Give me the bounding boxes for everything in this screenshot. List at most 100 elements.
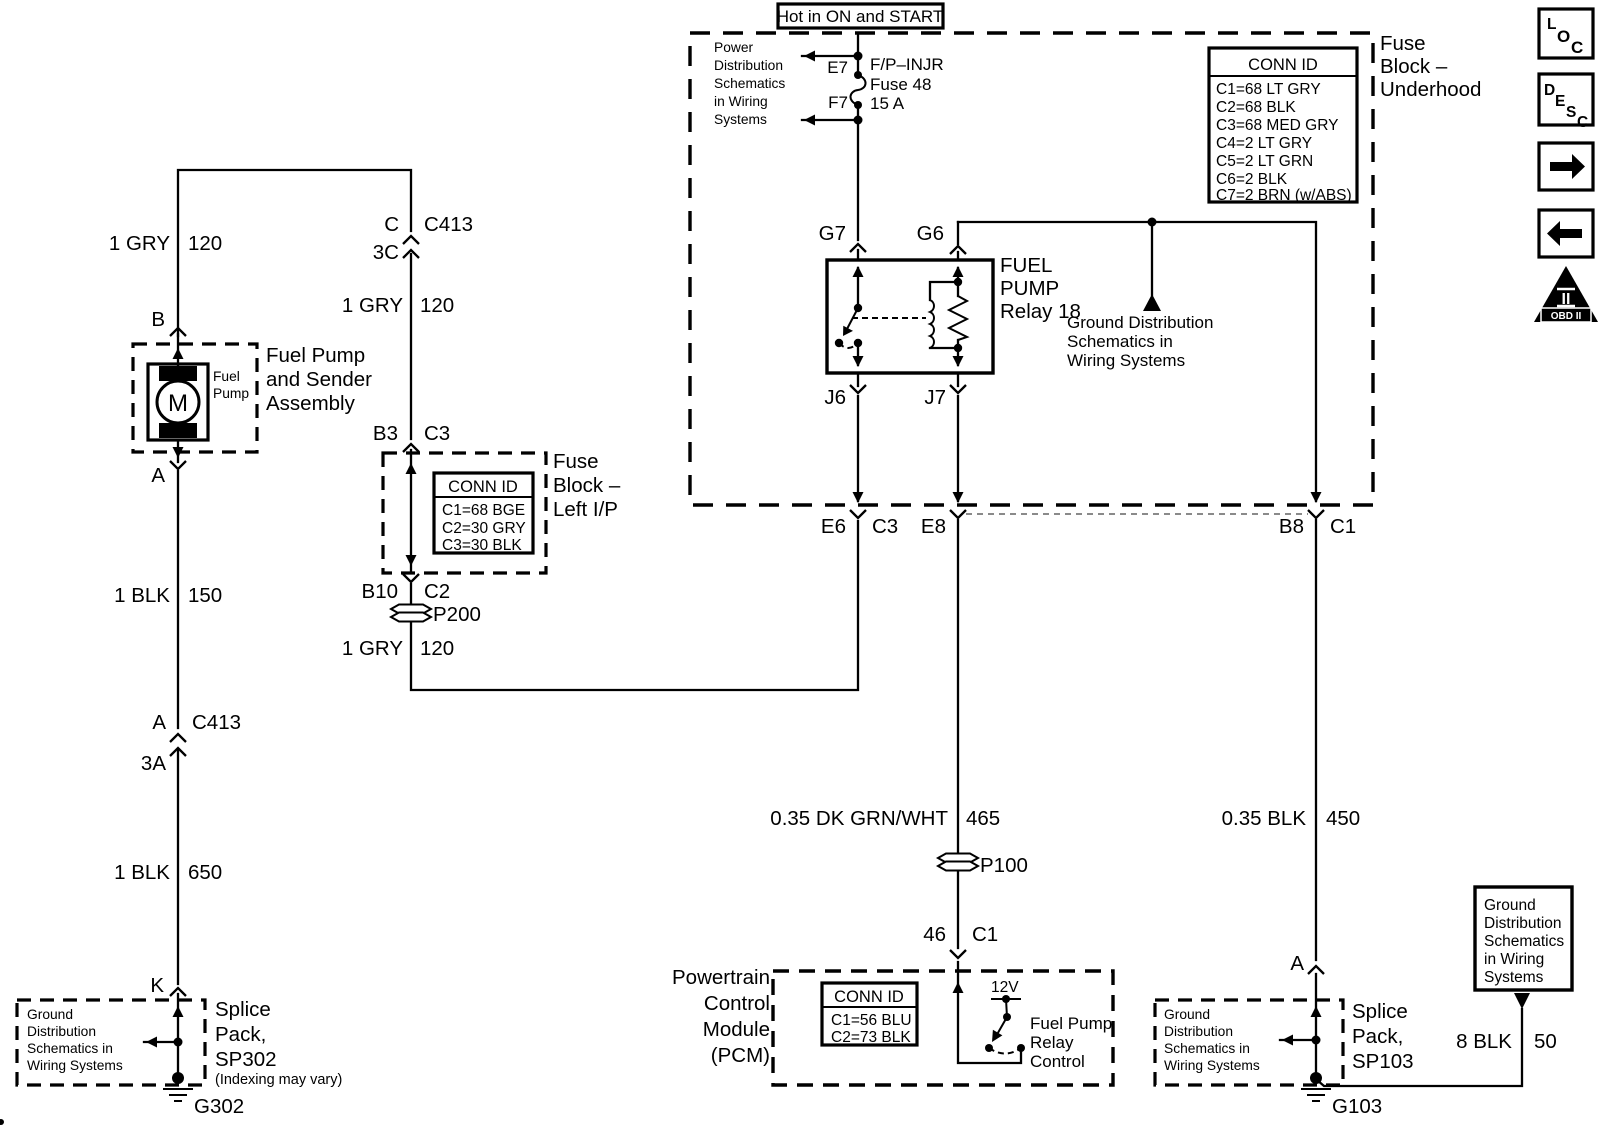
sp103-label-line: Pack, — [1352, 1025, 1403, 1048]
c413-pin: C — [384, 213, 399, 236]
up-arrowhead — [172, 1006, 184, 1017]
ref-box — [1473, 885, 1574, 992]
c413-pin: A — [152, 711, 166, 734]
hot-in-on-banner: Hot in ON and START — [777, 7, 944, 26]
hot-in-on-banner-box — [776, 2, 945, 30]
down-arrowhead — [172, 447, 184, 458]
wire-circuit: 450 — [1326, 807, 1360, 830]
left-arrowhead — [804, 114, 815, 126]
ip-label-line: Fuse — [553, 450, 599, 473]
terminal-46-conn: C1 — [972, 923, 998, 946]
underhood-conn-id-table: CONN ID C1=68 LT GRY C2=68 BLK C3=68 MED… — [1207, 46, 1359, 204]
conn-id-title: CONN ID — [448, 478, 518, 496]
fuse-pin-e7: E7 — [827, 58, 848, 77]
conn-id-row: C2=68 BLK — [1216, 99, 1296, 116]
ip-dashed-border — [381, 451, 548, 575]
relay-output-bus — [956, 220, 1318, 503]
pcm-branch: 0.35 DK GRN/WHT 465 P100 46 C1 CONN ID C… — [672, 518, 1115, 1087]
fuse-name: F/P–INJR — [870, 55, 944, 74]
sp302-ref-line: Ground — [27, 1007, 73, 1022]
obd-numeral: II — [1562, 291, 1571, 308]
up-arrowhead — [952, 266, 964, 277]
ground-dot — [172, 1072, 184, 1084]
down-arrowhead — [852, 492, 864, 503]
fuel-pump-assembly: M Fuel Pump — [131, 332, 259, 458]
desc-icon[interactable]: D E S C — [1537, 72, 1595, 131]
prev-arrow-icon[interactable] — [1537, 208, 1595, 259]
ground-symbol-g302 — [163, 1072, 193, 1102]
ground-ref-line: Ground Distribution — [1067, 313, 1213, 332]
left-arrowhead — [1282, 1034, 1293, 1046]
ground-distribution-ref-box: Ground Distribution Schematics in Wiring… — [1473, 885, 1574, 1009]
left-arrow-glyph — [1547, 221, 1582, 246]
terminal-a: A — [1290, 952, 1304, 975]
relay-resistor-symbol — [946, 295, 970, 341]
connector-caret-46 — [949, 949, 967, 960]
terminal-b10: B10 — [362, 580, 398, 603]
junction-dot — [853, 51, 863, 61]
motor-circle — [155, 379, 201, 425]
conn-id-box — [432, 471, 535, 555]
ground-label-g302: G302 — [194, 1095, 244, 1118]
conn-id-row: C7=2 BRN (w/ABS) — [1216, 187, 1352, 204]
obd-ii-icon[interactable]: II OBD II — [1534, 266, 1598, 323]
wire-gauge: 0.35 BLK — [1222, 807, 1307, 830]
connector-caret-g7 — [849, 242, 867, 253]
sp302-ref-line: Schematics in — [27, 1041, 113, 1056]
motor-brush-pad — [159, 423, 197, 438]
motor-letter: M — [168, 390, 188, 417]
next-arrow-icon[interactable] — [1537, 141, 1595, 192]
assembly-label-line: and Sender — [266, 368, 372, 391]
grommet-lens — [388, 611, 434, 623]
relay-pin-j7: J7 — [924, 386, 946, 409]
wire-circuit: 465 — [966, 807, 1000, 830]
loc-icon[interactable]: L O C — [1537, 7, 1595, 60]
wire-gauge: 1 GRY — [342, 294, 403, 317]
grommet-lens — [935, 860, 981, 872]
connector-c413-top — [402, 234, 420, 259]
assembly-label-line: Assembly — [266, 392, 356, 415]
terminal-e6-conn: C3 — [872, 515, 898, 538]
terminal-e6: E6 — [821, 515, 846, 538]
sp103-ref-line: Schematics in — [1164, 1041, 1250, 1056]
switch-travel-arc — [988, 1047, 1022, 1055]
c413-name: C413 — [192, 711, 241, 734]
relay-pin-j6: J6 — [824, 386, 846, 409]
conn-id-row: C2=73 BLK — [831, 1029, 911, 1046]
conn-id-row: C5=2 LT GRN — [1216, 153, 1313, 170]
desc-letter: D — [1544, 82, 1555, 99]
down-arrowhead — [952, 492, 964, 503]
ref-box-line: Distribution — [1484, 915, 1562, 932]
relay-box — [825, 258, 995, 375]
conn-id-row: C3=68 MED GRY — [1216, 117, 1338, 134]
sp302-label-line: Splice — [215, 998, 271, 1021]
fuse-block-left-ip: CONN ID C1=68 BGE C2=30 GRY C3=30 BLK — [381, 451, 548, 575]
pcm-label-line: Powertrain — [672, 966, 770, 989]
power-ref-line: Power — [714, 40, 754, 55]
ref-box-line: Ground — [1484, 897, 1536, 914]
left-arrowhead — [146, 1036, 157, 1048]
conn-id-box — [820, 981, 919, 1047]
conn-id-row: C2=30 GRY — [442, 520, 526, 537]
terminal-e8: E8 — [921, 515, 946, 538]
relay-label-line: Relay 18 — [1000, 300, 1081, 323]
connector-caret-b8 — [1307, 509, 1325, 520]
fuse-element-symbol — [849, 74, 867, 106]
wire-circuit: 150 — [188, 584, 222, 607]
splice-pack-sp103: Ground Distribution Schematics in Wiring… — [1153, 998, 1345, 1087]
pcm-dashed-border — [771, 969, 1115, 1087]
ground-ref-triangle — [1143, 294, 1161, 311]
terminal-b8: B8 — [1279, 515, 1304, 538]
c413-pin2: 3C — [373, 241, 399, 264]
right-arrow-glyph — [1550, 154, 1585, 179]
connector-caret-b — [169, 326, 187, 337]
terminal-46: 46 — [923, 923, 946, 946]
grommet-label: P100 — [980, 854, 1028, 877]
loc-letter: L — [1547, 16, 1556, 33]
loc-letter: C — [1571, 38, 1583, 57]
up-arrowhead — [852, 266, 864, 277]
obd-numeral-serifs — [1557, 287, 1575, 308]
ref-triangle — [1514, 993, 1530, 1009]
conn-id-row: C1=68 BGE — [442, 502, 525, 519]
